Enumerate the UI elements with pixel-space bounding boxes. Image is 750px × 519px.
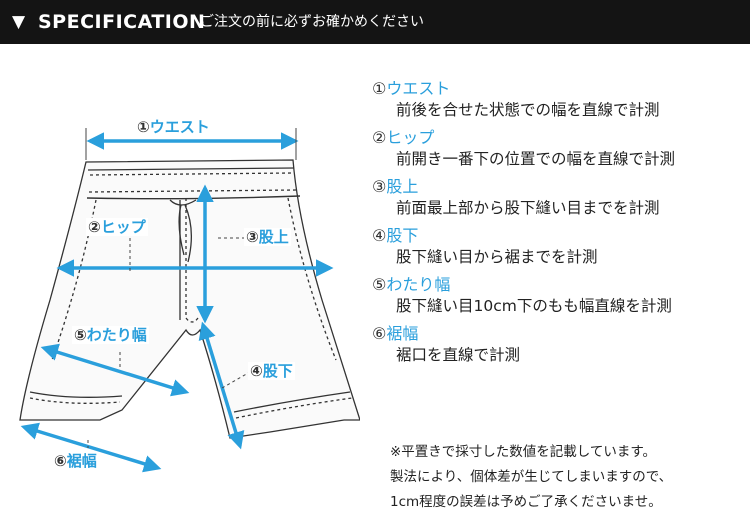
header-bar: ▼ SPECIFICATION ご注文の前に必ずお確かめください	[0, 0, 750, 44]
footnote: ※平置きで採寸した数値を記載しています。 製法により、個体差が生じてしまいますの…	[390, 440, 745, 515]
shorts-diagram: ①ウエスト ②ヒップ ③股上 ④股下 ⑤わたり幅 ⑥裾幅	[0, 44, 360, 519]
spec-item-hem: ⑥裾幅 裾口を直線で計測	[372, 323, 742, 372]
spec-name: わたり幅	[386, 275, 451, 294]
label-hem: ⑥裾幅	[52, 452, 99, 470]
header-note: ご注文の前に必ずお確かめください	[200, 14, 424, 30]
spec-name: ウエスト	[386, 79, 451, 98]
spec-name: 股上	[386, 177, 419, 196]
footnote-line: ※平置きで採寸した数値を記載しています。	[390, 444, 657, 460]
spec-desc: 股下縫い目10cm下のもも幅直線を計測	[396, 297, 672, 315]
spec-item-hip: ②ヒップ 前開き一番下の位置での幅を直線で計測	[372, 127, 742, 176]
header-title: SPECIFICATION	[38, 11, 206, 33]
label-thigh: ⑤わたり幅	[72, 326, 149, 344]
spec-list: ①ウエスト 前後を合せた状態での幅を直線で計測 ②ヒップ 前開き一番下の位置での…	[372, 78, 742, 372]
label-inseam: ④股下	[248, 362, 295, 380]
label-waist: ①ウエスト	[137, 118, 210, 136]
spec-name: ヒップ	[386, 128, 435, 147]
spec-item-waist: ①ウエスト 前後を合せた状態での幅を直線で計測	[372, 78, 742, 127]
triangle-marker-icon: ▼	[12, 12, 26, 32]
spec-name: 裾幅	[386, 324, 419, 343]
spec-item-rise: ③股上 前面最上部から股下縫い目までを計測	[372, 176, 742, 225]
shorts-illustration	[19, 128, 360, 473]
footnote-line: 1cm程度の誤差は予めご了承くださいませ。	[390, 494, 662, 510]
label-hip: ②ヒップ	[86, 218, 148, 236]
spec-desc: 裾口を直線で計測	[396, 346, 521, 364]
spec-name: 股下	[386, 226, 419, 245]
spec-desc: 股下縫い目から裾までを計測	[396, 248, 598, 266]
spec-item-inseam: ④股下 股下縫い目から裾までを計測	[372, 225, 742, 274]
label-rise: ③股上	[244, 228, 291, 246]
shorts-outline	[19, 159, 360, 439]
spec-desc: 前面最上部から股下縫い目までを計測	[396, 199, 660, 217]
spec-desc: 前開き一番下の位置での幅を直線で計測	[396, 150, 676, 168]
spec-desc: 前後を合せた状態での幅を直線で計測	[396, 101, 660, 119]
spec-item-thigh: ⑤わたり幅 股下縫い目10cm下のもも幅直線を計測	[372, 274, 742, 323]
footnote-line: 製法により、個体差が生じてしまいますので、	[390, 469, 673, 485]
